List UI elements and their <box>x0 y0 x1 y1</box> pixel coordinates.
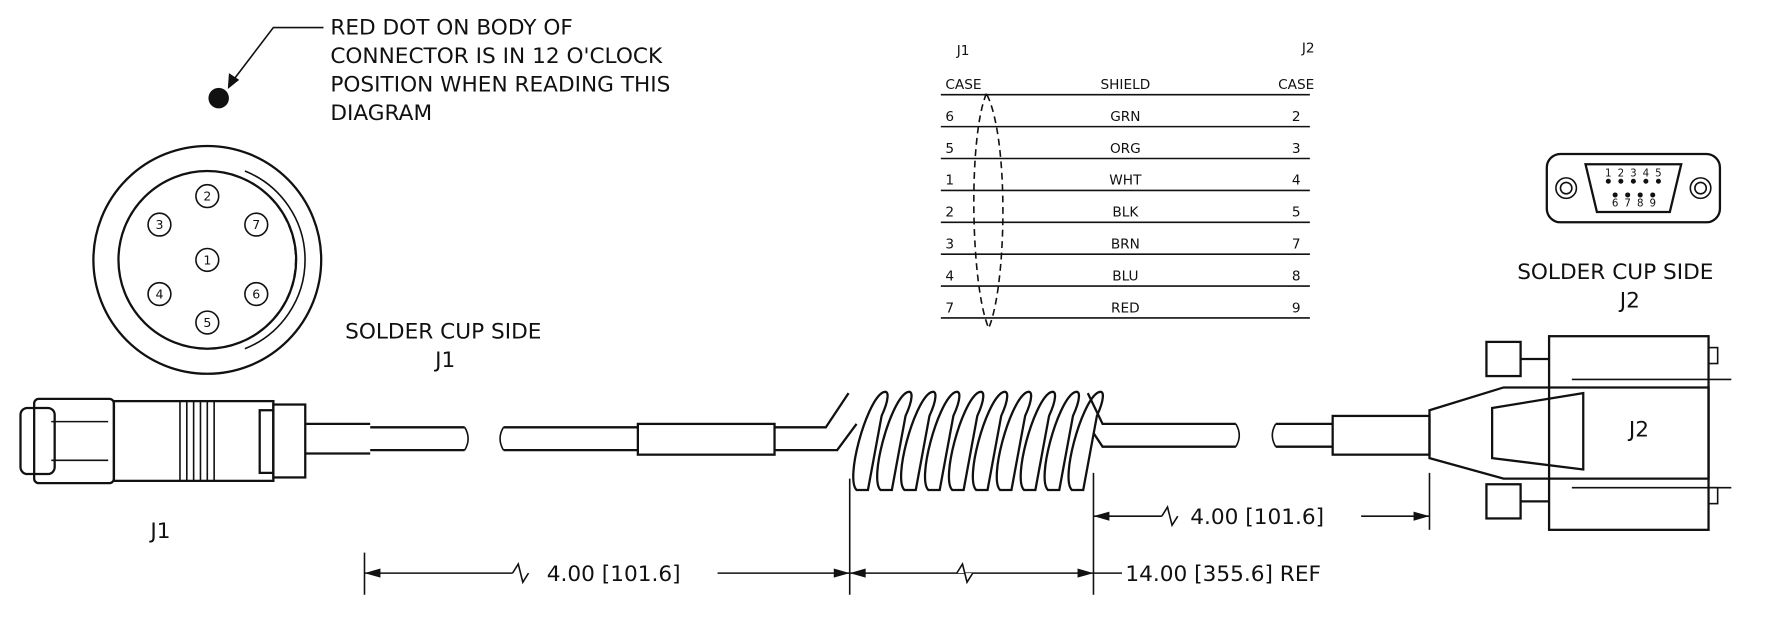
wiring-row: 3 BRN 7 <box>940 236 1310 255</box>
note-line-4: DIAGRAM <box>330 101 432 126</box>
pin-label: 1 <box>1605 168 1612 180</box>
wiring-j1-pin: 2 <box>945 205 954 221</box>
wiring-j2-pin: CASE <box>1278 77 1314 93</box>
pin-label: 3 <box>1630 168 1637 180</box>
pin-hole <box>1612 192 1618 198</box>
pin-label: 1 <box>203 252 211 267</box>
note-line-1: RED DOT ON BODY OF <box>330 15 573 40</box>
coil-loop <box>1067 390 1105 492</box>
coil-loop <box>971 390 1009 492</box>
red-dot-marker <box>208 87 229 109</box>
pin-label: 4 <box>1643 168 1650 180</box>
wiring-j1-pin: 5 <box>945 141 954 157</box>
pin-label: 2 <box>203 189 211 204</box>
pin-label: 7 <box>252 217 260 232</box>
wiring-j2-pin: 5 <box>1292 205 1301 221</box>
coil-loop <box>995 390 1033 492</box>
pin-label: 8 <box>1637 197 1644 209</box>
pin-hole <box>1655 178 1661 184</box>
wiring-wire-color: ORG <box>1110 141 1141 157</box>
pin-hole <box>1630 178 1636 184</box>
pin-label: 2 <box>1618 168 1625 180</box>
overall-dimension: 14.00 [355.6] REF <box>1125 562 1321 587</box>
wiring-wire-color: BLU <box>1112 268 1138 284</box>
wiring-j1-pin: CASE <box>945 77 981 93</box>
pin-hole <box>1650 192 1656 198</box>
wiring-j1-pin: 1 <box>945 173 954 189</box>
wiring-j2-pin: 4 <box>1292 173 1301 189</box>
pin-label: 5 <box>203 315 211 330</box>
pin-label: 3 <box>155 217 163 232</box>
leader-line <box>232 26 324 81</box>
orientation-note: RED DOT ON BODY OF CONNECTOR IS IN 12 O'… <box>208 15 670 126</box>
pin-hole <box>1643 178 1649 184</box>
pin-hole <box>1618 178 1624 184</box>
wiring-j1-pin: 6 <box>945 109 954 125</box>
wiring-j1-pin: 3 <box>945 236 954 252</box>
wiring-j1-pin: 4 <box>945 268 954 284</box>
wiring-wire-color: BLK <box>1112 205 1139 221</box>
arrowhead-icon <box>227 73 240 90</box>
coil-loop <box>1043 390 1081 492</box>
wiring-row: 5 ORG 3 <box>940 141 1310 160</box>
pin-label: 4 <box>155 287 163 302</box>
note-line-2: CONNECTOR IS IN 12 O'CLOCK <box>330 44 663 69</box>
j2-connector-label: J2 <box>1627 417 1649 442</box>
wiring-row: CASE SHIELD CASE <box>940 77 1314 96</box>
dimensions: 4.00 [101.6] 14.00 [355.6] REF 4.00 [101… <box>363 472 1431 595</box>
pin-label: 9 <box>1649 197 1656 209</box>
pin-label: 5 <box>1655 168 1662 180</box>
wiring-j2-header: J2 <box>1301 41 1315 57</box>
j2-connector: J2 <box>1428 335 1732 531</box>
pin-label: 6 <box>1612 197 1619 209</box>
wiring-row: 7 RED 9 <box>940 300 1310 319</box>
j2-caption: SOLDER CUP SIDE <box>1517 260 1713 285</box>
j1-pins: 2 3 7 1 4 6 5 <box>147 183 269 335</box>
pin-label: 6 <box>252 287 260 302</box>
wiring-row: 6 GRN 2 <box>940 109 1310 128</box>
j1-face-label: J1 <box>433 348 455 373</box>
coil-loop <box>876 390 913 492</box>
coil-loop <box>947 390 985 492</box>
wiring-j2-pin: 9 <box>1292 300 1301 316</box>
wiring-j1-pin: 7 <box>945 300 954 316</box>
coil-loop <box>1019 390 1057 492</box>
wiring-wire-color: BRN <box>1111 236 1140 252</box>
j2-face-label: J2 <box>1618 289 1640 314</box>
coil-loop <box>923 390 961 492</box>
pin-hole <box>1637 192 1643 198</box>
left-dimension: 4.00 [101.6] <box>547 562 681 587</box>
j1-plug: J1 <box>19 397 469 544</box>
coil-loop <box>899 390 937 492</box>
pin-hole <box>1605 178 1611 184</box>
coil-loop <box>852 390 889 492</box>
wiring-wire-color: SHIELD <box>1101 77 1151 93</box>
wiring-wire-color: GRN <box>1110 109 1140 125</box>
wiring-j2-pin: 3 <box>1292 141 1301 157</box>
j1-plug-label: J1 <box>148 519 170 544</box>
j1-caption: SOLDER CUP SIDE <box>345 319 541 344</box>
wiring-row: 1 WHT 4 <box>940 173 1310 192</box>
wiring-row: 2 BLK 5 <box>940 205 1310 224</box>
wiring-wire-color: WHT <box>1109 173 1142 189</box>
wiring-j1-header: J1 <box>956 43 970 59</box>
j1-face-view: 2 3 7 1 4 6 5 SOLDER CUP SIDE J1 <box>92 144 541 375</box>
wiring-j2-pin: 7 <box>1292 236 1301 252</box>
right-dimension: 4.00 [101.6] <box>1190 505 1324 530</box>
wiring-wire-color: RED <box>1111 300 1140 316</box>
wiring-j2-pin: 8 <box>1292 268 1301 284</box>
note-line-3: POSITION WHEN READING THIS <box>330 72 670 97</box>
coiled-cable <box>499 390 1431 492</box>
wiring-j2-pin: 2 <box>1292 109 1301 125</box>
pin-label: 7 <box>1624 197 1631 209</box>
wiring-row: 4 BLU 8 <box>940 268 1310 287</box>
pin-hole <box>1625 192 1631 198</box>
